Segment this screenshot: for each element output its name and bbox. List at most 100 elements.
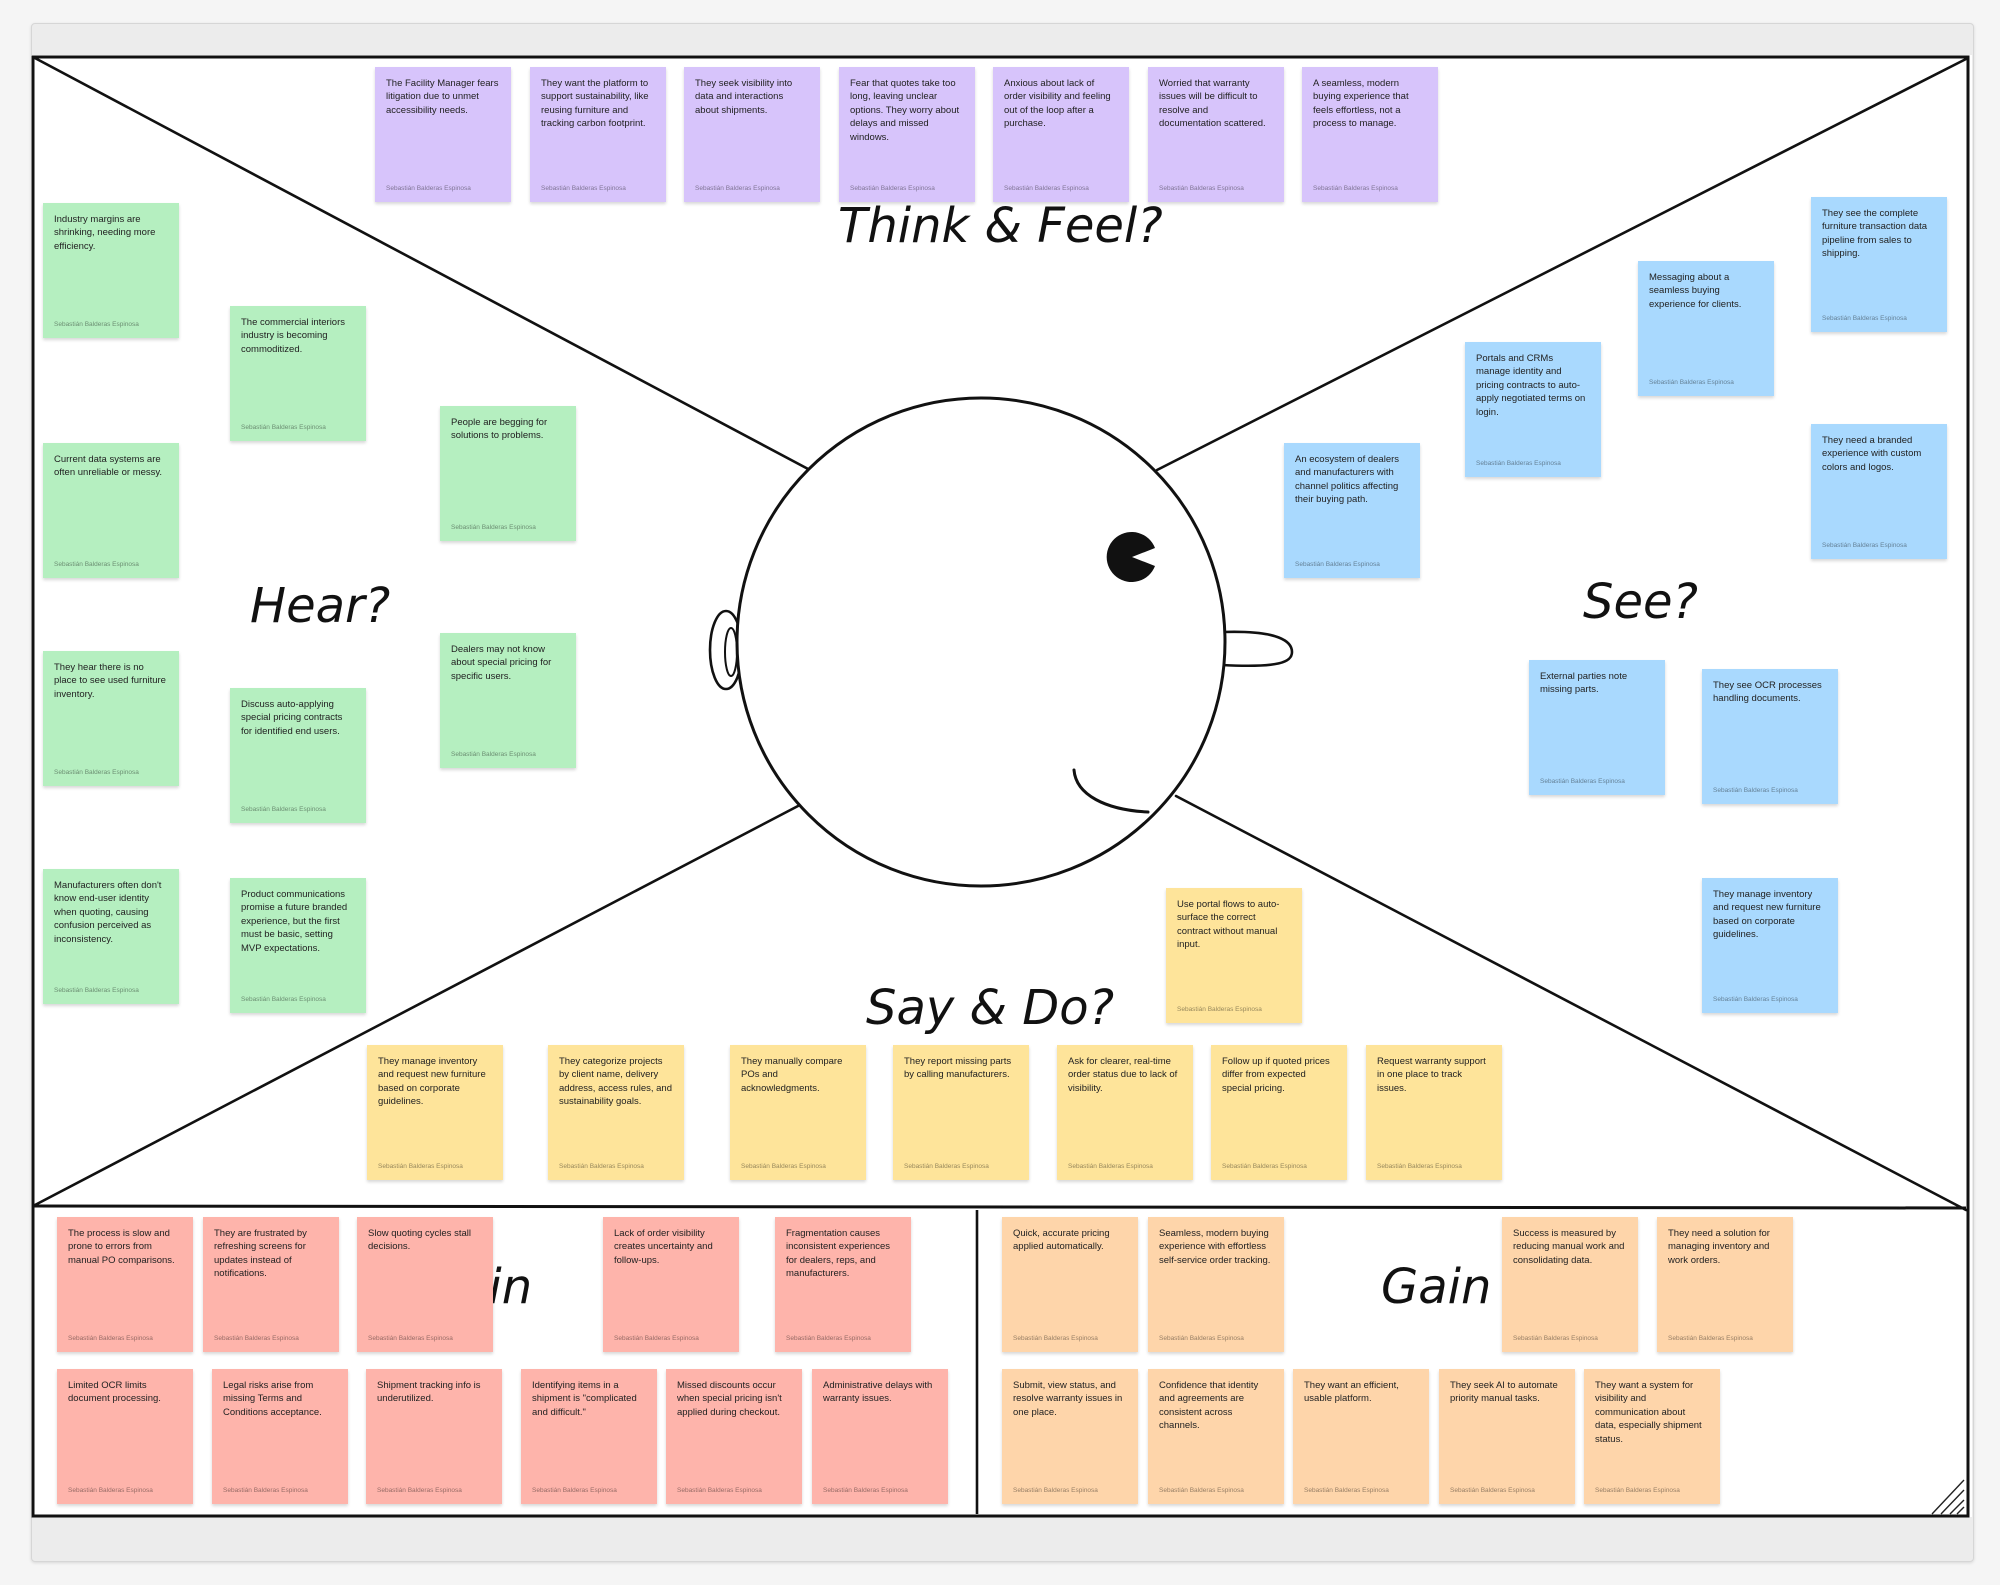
sticky-note-red[interactable]: Legal risks arise from missing Terms and… (212, 1369, 348, 1504)
sticky-note-author: Sebastián Balderas Espinosa (1313, 185, 1398, 192)
sticky-note-blue[interactable]: External parties note missing parts. Seba… (1529, 660, 1665, 795)
sticky-note-author: Sebastián Balderas Espinosa (1595, 1487, 1680, 1494)
sticky-note-text: An ecosystem of dealers and manufacturer… (1295, 454, 1400, 506)
sticky-note-text: Slow quoting cycles stall decisions. (368, 1228, 471, 1253)
sticky-note-text: The Facility Manager fears litigation du… (386, 78, 499, 116)
sticky-note-yellow[interactable]: Ask for clearer, real-time order status … (1057, 1045, 1193, 1180)
sticky-note-author: Sebastián Balderas Espinosa (1450, 1487, 1535, 1494)
sticky-note-author: Sebastián Balderas Espinosa (1513, 1335, 1598, 1342)
sticky-note-text: Lack of order visibility creates uncerta… (614, 1228, 713, 1266)
sticky-note-purple[interactable]: A seamless, modern buying experience tha… (1302, 67, 1438, 202)
sticky-note-text: External parties note missing parts. (1540, 671, 1628, 696)
sticky-note-green[interactable]: Manufacturers often don't know end-user … (43, 869, 179, 1004)
sticky-note-orange[interactable]: Seamless, modern buying experience with … (1148, 1217, 1284, 1352)
sticky-note-red[interactable]: Lack of order visibility creates uncerta… (603, 1217, 739, 1352)
sticky-note-orange[interactable]: Success is measured by reducing manual w… (1502, 1217, 1638, 1352)
sticky-note-text: Success is measured by reducing manual w… (1513, 1228, 1625, 1266)
sticky-note-purple[interactable]: Worried that warranty issues will be dif… (1148, 67, 1284, 202)
sticky-note-text: They want an efficient, usable platform. (1304, 1380, 1399, 1405)
sticky-note-author: Sebastián Balderas Espinosa (1004, 185, 1089, 192)
quadrant-label-hear: Hear? (250, 578, 391, 634)
sticky-note-author: Sebastián Balderas Espinosa (532, 1487, 617, 1494)
sticky-note-green[interactable]: Industry margins are shrinking, needing … (43, 203, 179, 338)
sticky-note-author: Sebastián Balderas Espinosa (1649, 379, 1734, 386)
sticky-note-text: Anxious about lack of order visibility a… (1004, 78, 1111, 130)
sticky-note-text: They see OCR processes handling document… (1713, 680, 1822, 705)
sticky-note-purple[interactable]: They want the platform to support sustai… (530, 67, 666, 202)
sticky-note-orange[interactable]: Quick, accurate pricing applied automati… (1002, 1217, 1138, 1352)
sticky-note-purple[interactable]: Anxious about lack of order visibility a… (993, 67, 1129, 202)
sticky-note-author: Sebastián Balderas Espinosa (741, 1163, 826, 1170)
sticky-note-author: Sebastián Balderas Espinosa (377, 1487, 462, 1494)
sticky-note-yellow[interactable]: Request warranty support in one place to… (1366, 1045, 1502, 1180)
sticky-note-text: Follow up if quoted prices differ from e… (1222, 1056, 1330, 1094)
sticky-note-purple[interactable]: The Facility Manager fears litigation du… (375, 67, 511, 202)
sticky-note-orange[interactable]: They seek AI to automate priority manual… (1439, 1369, 1575, 1504)
sticky-note-author: Sebastián Balderas Espinosa (823, 1487, 908, 1494)
sticky-note-yellow[interactable]: They manually compare POs and acknowledg… (730, 1045, 866, 1180)
sticky-note-green[interactable]: They hear there is no place to see used … (43, 651, 179, 786)
sticky-note-orange[interactable]: Confidence that identity and agreements … (1148, 1369, 1284, 1504)
sticky-note-yellow[interactable]: They report missing parts by calling man… (893, 1045, 1029, 1180)
sticky-note-orange[interactable]: They want a system for visibility and co… (1584, 1369, 1720, 1504)
sticky-note-green[interactable]: Discuss auto-applying special pricing co… (230, 688, 366, 823)
sticky-note-text: They want the platform to support sustai… (541, 78, 649, 130)
sticky-note-author: Sebastián Balderas Espinosa (54, 769, 139, 776)
sticky-note-green[interactable]: The commercial interiors industry is bec… (230, 306, 366, 441)
sticky-note-author: Sebastián Balderas Espinosa (1540, 778, 1625, 785)
sticky-note-text: Worried that warranty issues will be dif… (1159, 78, 1266, 130)
sticky-note-text: Submit, view status, and resolve warrant… (1013, 1380, 1123, 1418)
sticky-note-author: Sebastián Balderas Espinosa (695, 185, 780, 192)
sticky-note-blue[interactable]: An ecosystem of dealers and manufacturer… (1284, 443, 1420, 578)
sticky-note-red[interactable]: Slow quoting cycles stall decisions.Seba… (357, 1217, 493, 1352)
sticky-note-blue[interactable]: They need a branded experience with cust… (1811, 424, 1947, 559)
sticky-note-yellow[interactable]: They manage inventory and request new fu… (367, 1045, 503, 1180)
sticky-note-red[interactable]: They are frustrated by refreshing screen… (203, 1217, 339, 1352)
sticky-note-green[interactable]: Dealers may not know about special prici… (440, 633, 576, 768)
sticky-note-blue[interactable]: They see OCR processes handling document… (1702, 669, 1838, 804)
sticky-note-blue[interactable]: Portals and CRMs manage identity and pri… (1465, 342, 1601, 477)
sticky-note-text: Use portal flows to auto-surface the cor… (1177, 899, 1280, 951)
sticky-note-orange[interactable]: They want an efficient, usable platform.… (1293, 1369, 1429, 1504)
sticky-note-author: Sebastián Balderas Espinosa (1713, 996, 1798, 1003)
sticky-note-orange[interactable]: Submit, view status, and resolve warrant… (1002, 1369, 1138, 1504)
sticky-note-text: The commercial interiors industry is bec… (241, 317, 345, 355)
sticky-note-author: Sebastián Balderas Espinosa (1013, 1487, 1098, 1494)
sticky-note-red[interactable]: Limited OCR limits document processing.S… (57, 1369, 193, 1504)
sticky-note-author: Sebastián Balderas Espinosa (1476, 460, 1561, 467)
sticky-note-author: Sebastián Balderas Espinosa (241, 424, 326, 431)
sticky-note-red[interactable]: Missed discounts occur when special pric… (666, 1369, 802, 1504)
sticky-note-text: Identifying items in a shipment is "comp… (532, 1380, 637, 1418)
sticky-note-text: Ask for clearer, real-time order status … (1068, 1056, 1178, 1094)
sticky-note-author: Sebastián Balderas Espinosa (54, 321, 139, 328)
sticky-note-text: Fear that quotes take too long, leaving … (850, 78, 960, 143)
sticky-note-author: Sebastián Balderas Espinosa (1822, 315, 1907, 322)
sticky-note-red[interactable]: The process is slow and prone to errors … (57, 1217, 193, 1352)
sticky-note-green[interactable]: Product communications promise a future … (230, 878, 366, 1013)
sticky-note-red[interactable]: Administrative delays with warranty issu… (812, 1369, 948, 1504)
sticky-note-purple[interactable]: Fear that quotes take too long, leaving … (839, 67, 975, 202)
sticky-note-yellow[interactable]: Use portal flows to auto-surface the cor… (1166, 888, 1302, 1023)
sticky-note-yellow[interactable]: They categorize projects by client name,… (548, 1045, 684, 1180)
sticky-note-author: Sebastián Balderas Espinosa (214, 1335, 299, 1342)
sticky-note-text: They see the complete furniture transact… (1822, 208, 1928, 260)
sticky-note-text: Seamless, modern buying experience with … (1159, 1228, 1271, 1266)
sticky-note-orange[interactable]: They need a solution for managing invent… (1657, 1217, 1793, 1352)
sticky-note-red[interactable]: Fragmentation causes inconsistent experi… (775, 1217, 911, 1352)
sticky-note-green[interactable]: People are begging for solutions to prob… (440, 406, 576, 541)
section-label-gain: Gain (1381, 1259, 1492, 1315)
sticky-note-yellow[interactable]: Follow up if quoted prices differ from e… (1211, 1045, 1347, 1180)
sticky-note-author: Sebastián Balderas Espinosa (68, 1335, 153, 1342)
sticky-note-blue[interactable]: They see the complete furniture transact… (1811, 197, 1947, 332)
sticky-note-blue[interactable]: They manage inventory and request new fu… (1702, 878, 1838, 1013)
quadrant-label-see: See? (1583, 574, 1699, 630)
sticky-note-text: They hear there is no place to see used … (54, 662, 166, 700)
sticky-note-red[interactable]: Identifying items in a shipment is "comp… (521, 1369, 657, 1504)
sticky-note-green[interactable]: Current data systems are often unreliabl… (43, 443, 179, 578)
sticky-note-red[interactable]: Shipment tracking info is underutilized.… (366, 1369, 502, 1504)
sticky-note-author: Sebastián Balderas Espinosa (241, 996, 326, 1003)
sticky-note-author: Sebastián Balderas Espinosa (614, 1335, 699, 1342)
sticky-note-text: Shipment tracking info is underutilized. (377, 1380, 481, 1405)
sticky-note-blue[interactable]: Messaging about a seamless buying experi… (1638, 261, 1774, 396)
sticky-note-purple[interactable]: They seek visibility into data and inter… (684, 67, 820, 202)
